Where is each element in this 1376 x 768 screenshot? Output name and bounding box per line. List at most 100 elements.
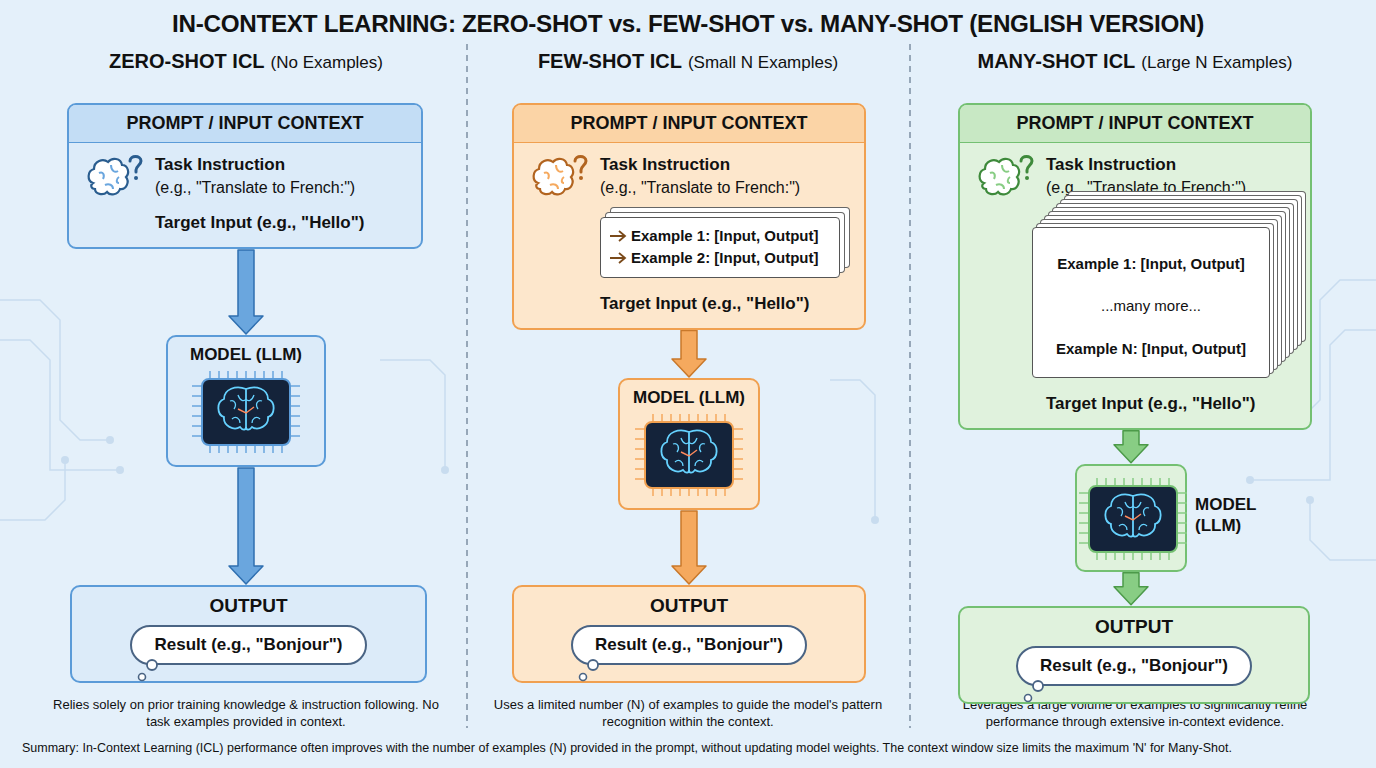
chip-pin [281, 445, 283, 453]
circle-shape [1033, 681, 1043, 691]
column-description: Relies solely on prior training knowledg… [41, 697, 451, 731]
chip-pin [1105, 478, 1107, 486]
chip-pin [1079, 542, 1089, 544]
chip-pin [254, 371, 256, 379]
chip-pin [635, 468, 645, 470]
chip-pin [670, 414, 672, 422]
chip-pin [218, 445, 220, 453]
column-title: FEW-SHOT ICL [538, 50, 682, 72]
chip-pin [688, 414, 690, 422]
brain-outline [89, 159, 128, 195]
chip-pin [192, 415, 202, 417]
chip-pin [236, 371, 238, 379]
chip-pin [1079, 502, 1089, 504]
target-input: Target Input (e.g., "Hello") [600, 294, 854, 314]
chip-pin [697, 414, 699, 422]
chip-pin [218, 371, 220, 379]
model-box: MODEL (LLM) [1075, 464, 1187, 572]
box-heading: PROMPT / INPUT CONTEXT [69, 105, 421, 143]
prompt-box: PROMPT / INPUT CONTEXTTask Instruction(e… [958, 103, 1312, 430]
example-stack: Example 1: [Input, Output]...many more..… [1032, 227, 1270, 378]
chip-pin [1150, 552, 1152, 560]
column-heading: FEW-SHOT ICL (Small N Examples) [468, 50, 908, 73]
brain-outline [980, 159, 1019, 195]
neural-trace [1125, 514, 1141, 520]
chip-pin [670, 488, 672, 496]
chip-pin [1177, 512, 1187, 514]
chip-pin [1177, 492, 1187, 494]
brain-glow [661, 430, 716, 472]
column-subtitle: (Small N Examples) [688, 53, 838, 72]
chip-pin [245, 445, 247, 453]
chip-pin [227, 371, 229, 379]
result-text: Result (e.g., "Bonjour") [595, 635, 783, 655]
chip-pin [733, 428, 743, 430]
chip-pin [661, 414, 663, 422]
chip-pin [1177, 532, 1187, 534]
chip-pin [679, 414, 681, 422]
chip-pin [733, 458, 743, 460]
model-label: MODEL (LLM) [1195, 494, 1285, 537]
chip-pin [192, 405, 202, 407]
chip-body [1089, 486, 1177, 552]
brain-question-icon [528, 153, 590, 205]
chip-pin [635, 448, 645, 450]
chip-pin [290, 415, 300, 417]
flow-arrow [1114, 573, 1148, 605]
question-dot [1025, 176, 1029, 180]
chip-pin [635, 478, 645, 480]
chip-pin [1114, 552, 1116, 560]
chip-pin [290, 435, 300, 437]
brain-outline [534, 159, 573, 195]
chip-pin [697, 488, 699, 496]
chip-pin [733, 468, 743, 470]
brain-folds [544, 165, 564, 189]
example-item: Example 2: [Input, Output] [631, 248, 829, 268]
result-bubble: Result (e.g., "Bonjour") [571, 625, 807, 665]
chip-pin [1177, 502, 1187, 504]
prompt-box: PROMPT / INPUT CONTEXTTask Instruction(e… [67, 103, 423, 249]
circle-shape [579, 674, 586, 681]
chip-pin [245, 371, 247, 379]
bubble-tail [134, 659, 164, 685]
circle-shape [139, 674, 146, 681]
chip-pin [661, 488, 663, 496]
neural-trace [238, 407, 254, 413]
chip-pin [1079, 492, 1089, 494]
chip-pin [254, 445, 256, 453]
example-item: ...many more... [1041, 296, 1261, 316]
chip-pin [715, 414, 717, 422]
column-subtitle: (Large N Examples) [1141, 53, 1292, 72]
brain-glow [218, 387, 273, 429]
column-heading: ZERO-SHOT ICL(No Examples) [26, 50, 466, 73]
chip-pin [1096, 552, 1098, 560]
chip-pin [1177, 542, 1187, 544]
brain-folds [99, 165, 119, 189]
chip-pin [263, 445, 265, 453]
column-title: MANY-SHOT ICL [978, 50, 1136, 72]
chip-pin [1177, 522, 1187, 524]
chip-pin [1141, 478, 1143, 486]
result-text: Result (e.g., "Bonjour") [154, 635, 342, 655]
chip-pin [652, 488, 654, 496]
question-mark [575, 157, 586, 173]
prompt-box: PROMPT / INPUT CONTEXTTask Instruction(e… [512, 103, 866, 330]
target-input: Target Input (e.g., "Hello") [155, 213, 411, 233]
example-arrow [609, 230, 627, 242]
bubble-tail [575, 659, 605, 685]
output-heading: OUTPUT [514, 595, 864, 617]
flow-arrow [672, 511, 706, 584]
chip-pin [192, 385, 202, 387]
chip-pin [1079, 512, 1089, 514]
instruction-example: (e.g., "Translate to French:") [155, 179, 411, 197]
circle-shape [1024, 694, 1031, 701]
chip-pin [724, 414, 726, 422]
instruction-label: Task Instruction [600, 155, 854, 175]
chip-pin [679, 488, 681, 496]
chip-pin [1096, 478, 1098, 486]
chip-pin [635, 458, 645, 460]
brain-folds [230, 395, 262, 423]
brain-question-icon [83, 153, 145, 205]
box-heading: PROMPT / INPUT CONTEXT [514, 105, 864, 143]
example-arrow [609, 252, 627, 264]
